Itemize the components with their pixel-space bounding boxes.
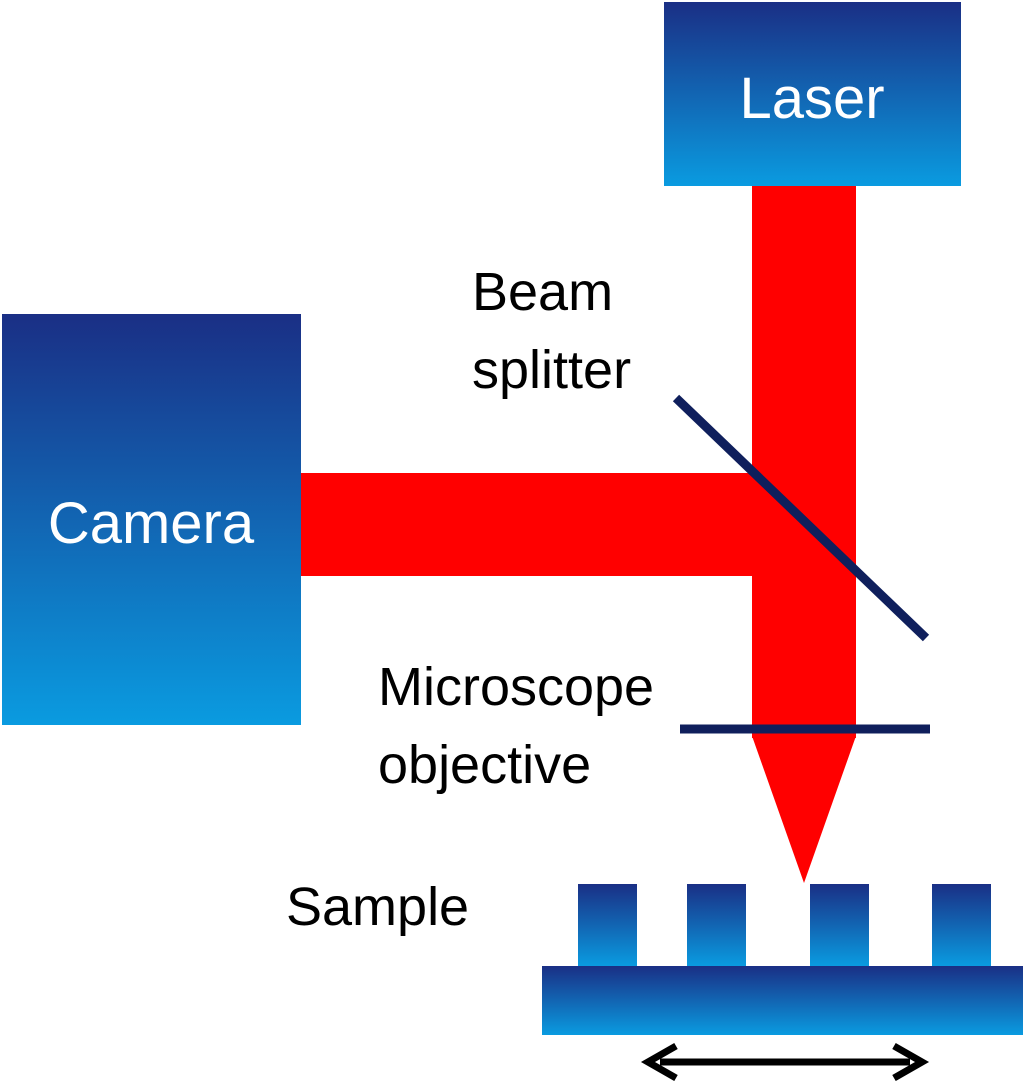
laser-beams	[300, 186, 856, 883]
sample-pillar	[578, 884, 637, 966]
objective-label-line1: Microscope	[378, 657, 654, 717]
sample-substrate	[542, 966, 1023, 1035]
horizontal-beam-to-camera	[300, 473, 856, 576]
sample	[542, 884, 1023, 1035]
camera-box: Camera	[2, 314, 301, 725]
double-arrow-icon	[640, 1042, 930, 1081]
focused-beam-cone	[752, 736, 856, 883]
sample-pillar	[810, 884, 869, 966]
sample-pillar	[687, 884, 746, 966]
beam-splitter-label-line1: Beam	[472, 262, 613, 322]
sample-label: Sample	[286, 877, 469, 937]
laser-box: Laser	[664, 2, 961, 186]
beam-splitter-label-line2: splitter	[472, 340, 631, 400]
vertical-beam	[752, 186, 856, 738]
objective-label-line2: objective	[378, 735, 591, 795]
laser-label: Laser	[739, 66, 884, 131]
beam-splitter	[672, 394, 930, 642]
sample-pillar	[932, 884, 991, 966]
camera-label: Camera	[48, 491, 255, 556]
